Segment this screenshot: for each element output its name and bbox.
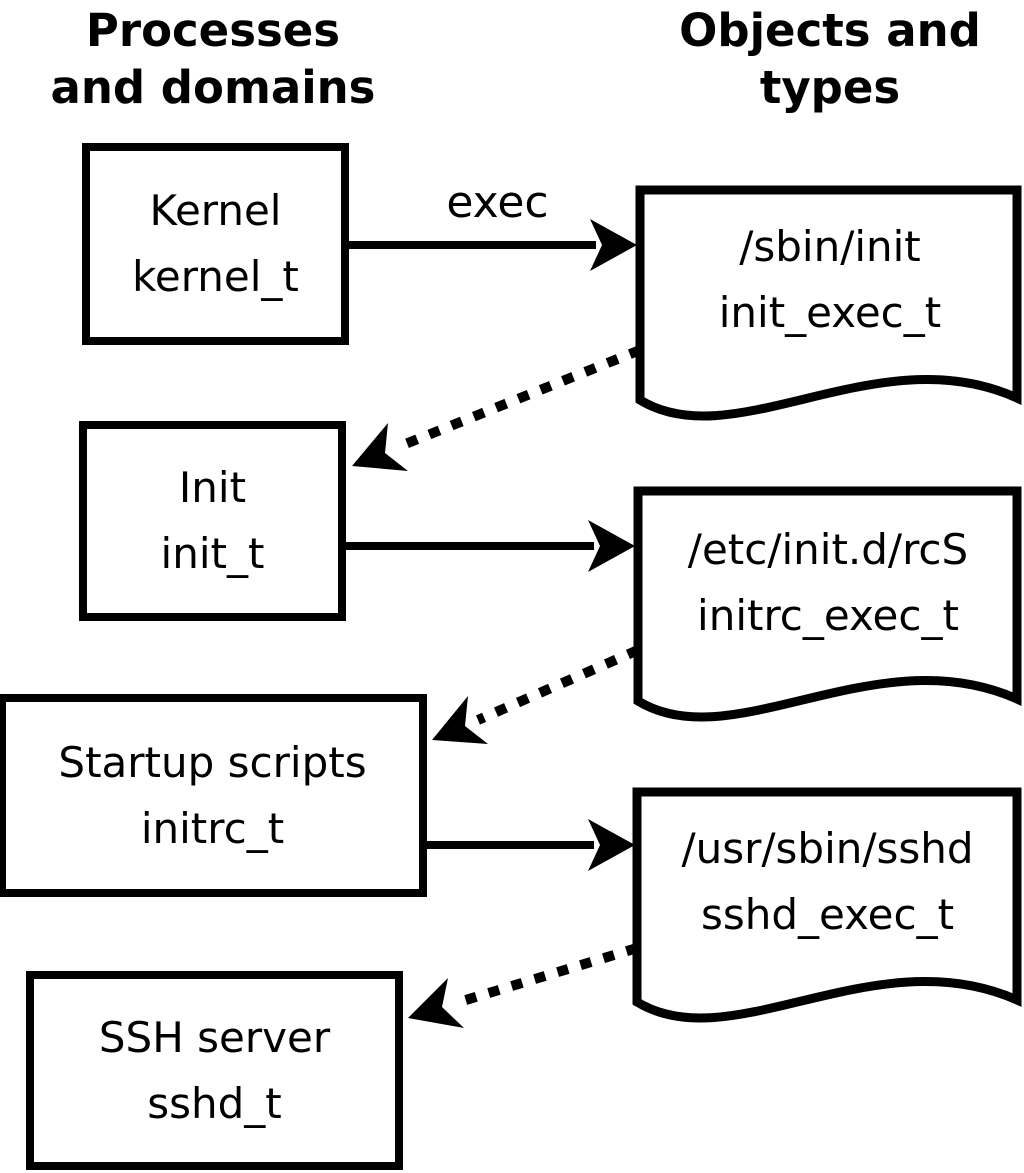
- process-name: Startup scripts: [58, 737, 367, 787]
- process-box-kernel: Kernel kernel_t: [82, 143, 349, 345]
- column-header-processes-and-domains: Processes and domains: [27, 2, 399, 116]
- process-name: SSH server: [98, 1012, 331, 1062]
- solid-arrow-init-to-etc-initd-rcs: [346, 520, 635, 572]
- dotted-arrowhead-usr-sbin-sshd-to-ssh-server: [408, 978, 464, 1028]
- dotted-arrow-usr-sbin-sshd-to-ssh-server: [408, 943, 639, 1028]
- column-header-line: Processes: [85, 4, 341, 57]
- column-header-line: Objects and: [679, 4, 981, 57]
- process-box-init: Init init_t: [79, 421, 346, 621]
- process-domain-type: init_t: [160, 529, 265, 578]
- document-label-usr-sbin-sshd: /usr/sbin/sshd sshd_exec_t: [645, 794, 1010, 970]
- dotted-arrow-sbin-init-to-init: [352, 345, 642, 471]
- process-domain-type: sshd_t: [147, 1078, 282, 1128]
- solid-arrowhead-init-to-etc-initd-rcs: [588, 520, 635, 572]
- column-header-line: types: [759, 61, 901, 114]
- document-shape-etc-initd-rcs: [633, 486, 1022, 722]
- object-path: /etc/init.d/rcS: [687, 525, 969, 574]
- exec-arrow-label: exec: [446, 177, 549, 228]
- dotted-arrowhead-sbin-init-to-init: [352, 423, 408, 471]
- solid-arrow-startup-to-usr-sbin-sshd: [427, 819, 635, 871]
- object-type: init_exec_t: [718, 287, 942, 337]
- solid-arrowhead-startup-to-usr-sbin-sshd: [588, 819, 635, 871]
- process-box-ssh-server: SSH server sshd_t: [26, 971, 403, 1170]
- process-domain-type: kernel_t: [132, 252, 299, 301]
- document-shape-usr-sbin-sshd: [632, 787, 1022, 1023]
- process-name: Init: [178, 463, 247, 512]
- object-path: /usr/sbin/sshd: [681, 824, 974, 873]
- document-label-etc-initd-rcs: /etc/init.d/rcS initrc_exec_t: [646, 493, 1010, 673]
- dotted-arrow-etc-initd-rcs-to-startup: [432, 645, 641, 744]
- object-type: initrc_exec_t: [697, 591, 959, 640]
- column-header-objects-and-types: Objects and types: [645, 2, 1015, 116]
- process-domain-type: initrc_t: [140, 803, 285, 853]
- column-header-line: and domains: [50, 61, 376, 114]
- process-box-startup-scripts: Startup scripts initrc_t: [0, 694, 427, 897]
- solid-arrow-kernel-to-sbin-init: [349, 219, 637, 271]
- object-type: sshd_exec_t: [700, 890, 955, 939]
- process-name: Kernel: [149, 186, 282, 235]
- solid-arrowhead-kernel-to-sbin-init: [590, 219, 637, 271]
- document-label-sbin-init: /sbin/init init_exec_t: [648, 192, 1012, 367]
- document-shape-sbin-init: [635, 185, 1022, 421]
- object-path: /sbin/init: [739, 221, 921, 271]
- dotted-arrowhead-etc-initd-rcs-to-startup: [432, 696, 488, 744]
